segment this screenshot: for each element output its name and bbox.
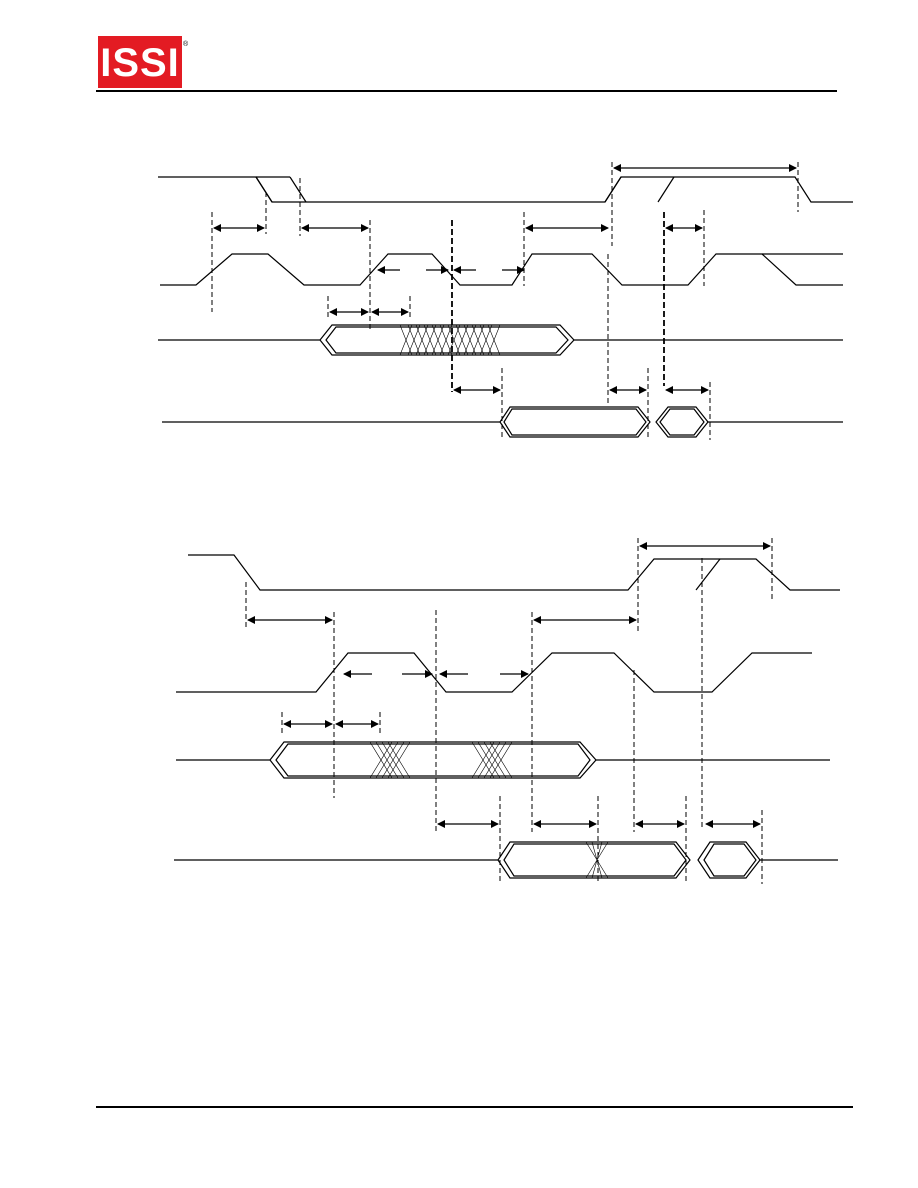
timing-arrows <box>213 164 797 394</box>
issi-logo: ISSI <box>98 36 182 88</box>
input-bus-transition-hatch-2 <box>369 741 513 779</box>
timing-diagram-read-cycle-2 <box>174 538 840 884</box>
timing-diagram-read-cycle-1 <box>158 162 853 440</box>
timing-arrows-2 <box>247 542 771 828</box>
signal-ce-waveform-2 <box>188 554 840 591</box>
signal-output-data <box>162 406 843 438</box>
signal-input-bus <box>158 324 843 356</box>
signal-clock-waveform <box>160 253 843 286</box>
signal-output-data-2 <box>174 841 838 879</box>
timing-reference-lines <box>211 162 799 440</box>
header-rule <box>96 90 837 92</box>
signal-ce-waveform <box>158 176 853 203</box>
logo-text: ISSI <box>100 41 180 85</box>
logo-background <box>98 36 182 88</box>
input-bus-transition-hatch <box>399 324 501 356</box>
footer-rule <box>96 1106 853 1108</box>
registered-mark: ® <box>183 41 189 48</box>
signal-input-bus-2 <box>176 741 830 779</box>
timing-reference-lines-2 <box>245 538 773 884</box>
signal-clock-waveform-2 <box>176 652 812 693</box>
